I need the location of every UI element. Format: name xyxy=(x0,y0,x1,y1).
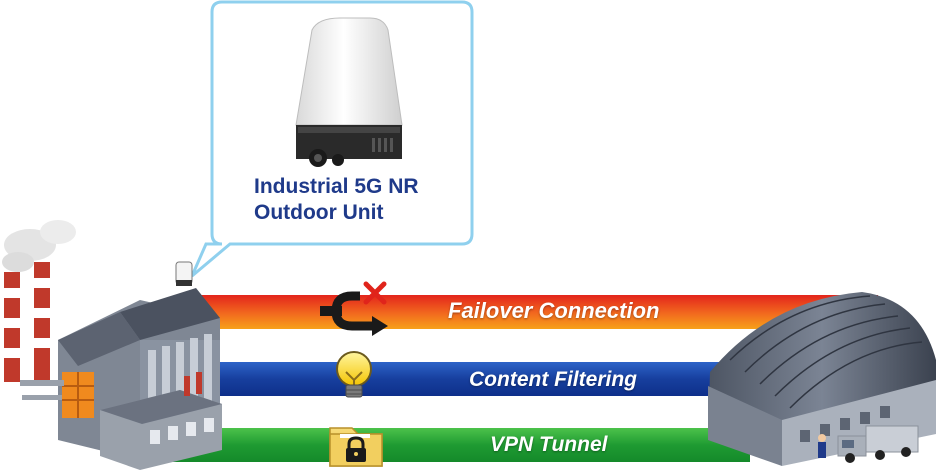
failover-band xyxy=(188,295,878,329)
lightbulb-icon xyxy=(336,351,372,398)
device-title-line2: Outdoor Unit xyxy=(254,201,384,224)
warehouse-illustration xyxy=(708,292,936,466)
failover-label: Failover Connection xyxy=(448,298,660,323)
fail-x-icon xyxy=(363,281,387,305)
outdoor-unit-image xyxy=(295,17,403,167)
device-title-line1: Industrial 5G NR xyxy=(254,175,419,198)
locked-folder-icon xyxy=(329,427,383,467)
device-title: Industrial 5G NR Outdoor Unit xyxy=(254,174,474,226)
failover-arrow-icon xyxy=(320,291,388,336)
vpn-band xyxy=(140,428,750,462)
factory-illustration xyxy=(2,220,222,470)
content-filtering-band xyxy=(176,362,736,396)
vpn-tunnel-label: VPN Tunnel xyxy=(490,433,608,456)
content-filtering-label: Content Filtering xyxy=(469,368,637,391)
rooftop-device-icon xyxy=(175,261,193,286)
